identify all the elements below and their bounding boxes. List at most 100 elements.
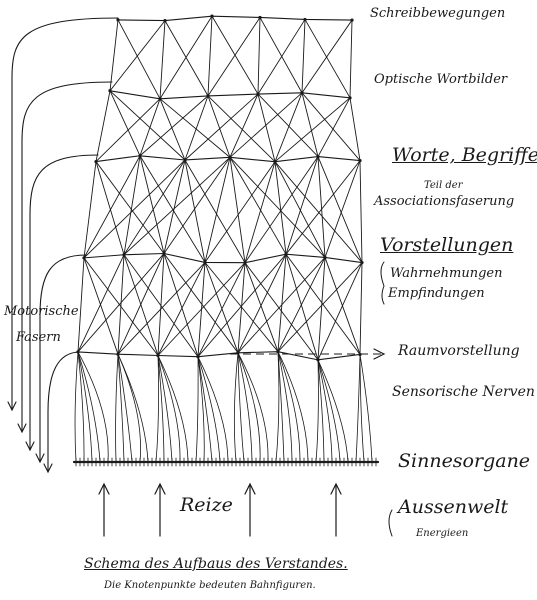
motor-arrowhead-1 [17,423,27,434]
sensory-fiber-14 [157,355,189,463]
label-raumvorstellung: Raumvorstellung [398,343,520,359]
link-3-2-0 [77,253,165,353]
link-3-5-3 [197,253,287,358]
sensory-fiber-31 [317,359,325,463]
motor-fiber-2 [29,154,99,451]
link-2-2-4 [184,159,246,264]
link-1-4-4 [274,92,303,163]
sensory-fiber-22 [237,352,253,463]
link-0-2-2 [207,15,213,97]
sensory-fiber-15 [195,356,199,463]
label-sensorische-nerven: Sensorische Nerven [392,384,535,400]
sensory-fiber-16 [197,356,205,463]
sensory-fiber-20 [233,352,239,463]
motor-fibers [7,17,119,474]
link-1-2-4 [207,95,276,163]
brace-energieen [388,509,393,537]
link-0-4-3 [257,18,306,95]
link-3-4-2 [157,262,246,356]
link-2-0-2 [95,161,165,254]
link-3-1-0 [77,254,125,353]
motor-fiber-4 [47,351,81,473]
link-3-6-5 [277,256,326,353]
sensory-fiber-0 [74,351,79,463]
link-2-4-3 [204,161,276,263]
sensory-fiber-36 [359,354,365,463]
link-0-1-0 [109,20,166,92]
stimulus-arrows [98,482,342,537]
label-motorische: Motorische [4,304,79,319]
link-3-4-4 [237,262,246,354]
link-1-0-1 [109,90,141,157]
sensory-fiber-13 [157,355,181,463]
link-3-7-5 [277,262,363,353]
link-3-5-5 [277,253,287,353]
link-2-6-5 [285,160,361,255]
sensory-fiber-33 [317,359,341,463]
sensory-fiber-23 [237,352,261,463]
link-2-5-4 [244,156,319,264]
sensory-fiber-2 [77,351,93,463]
sensory-fiber-34 [317,359,349,463]
link-2-3-5 [229,156,287,255]
link-0-0-0 [109,19,119,92]
label-teil-der: Teil der [424,180,463,191]
link-3-2-1 [117,253,165,355]
level-band-4 [77,351,361,361]
raum-arrowhead [373,348,386,360]
link-3-1-2 [123,254,159,356]
link-1-0-0 [95,90,111,163]
motor-arrowhead-3 [35,453,45,464]
brace-wahrnehmungen [380,261,385,305]
sensory-fiber-32 [317,359,333,463]
link-2-3-3 [204,156,231,263]
link-1-4-5 [301,92,319,158]
link-0-5-5 [349,19,353,99]
label-empfindungen: Empfindungen [388,286,485,301]
link-0-4-4 [301,18,306,94]
link-2-6-7 [359,160,363,264]
sensory-fiber-35 [355,354,361,463]
link-0-1-2 [164,20,209,97]
label-vorstellungen: Vorstellungen [380,234,514,256]
link-3-2-2 [157,253,165,356]
sensory-fiber-1 [77,351,85,463]
label-energieen: Energieen [416,528,469,539]
reiz-arrowhead-2 [244,482,256,495]
link-2-5-7 [317,156,363,264]
link-3-4-3 [197,262,246,358]
link-2-0-0 [83,161,97,259]
reiz-arrowhead-1 [154,482,166,495]
motor-fiber-3 [39,254,87,463]
link-1-3-5 [257,93,319,158]
annotations [230,261,393,537]
label-sinnesorgane: Sinnesorgane [398,450,531,472]
link-1-1-1 [139,98,161,157]
link-0-5-4 [301,19,353,94]
sensory-fiber-11 [157,355,165,463]
link-0-0-1 [117,19,161,100]
link-1-0-2 [109,90,186,161]
link-2-1-2 [139,155,165,254]
sensory-fiber-37 [359,354,373,463]
level-band-3 [83,252,363,264]
sensory-fiber-17 [197,356,213,463]
link-3-5-4 [237,253,287,354]
link-2-0-1 [95,161,125,256]
reiz-arrowhead-3 [330,482,342,495]
motor-arrowhead-4 [43,463,53,474]
label-optische-wortbilder: Optische Wortbilder [374,72,508,87]
link-3-2-4 [163,253,239,354]
sensory-fiber-19 [197,356,229,463]
link-3-7-6 [317,262,363,361]
label-worte-begriffe: Worte, Begriffe [392,144,537,166]
level-band-0 [117,15,353,22]
link-1-4-3 [229,92,303,158]
link-1-5-4 [274,97,351,163]
link-2-2-3 [184,159,206,263]
link-1-1-0 [95,98,161,163]
motor-arrowhead-2 [25,441,35,452]
link-2-5-5 [285,156,319,255]
sensory-fiber-6 [117,353,125,463]
link-3-5-6 [285,253,319,361]
